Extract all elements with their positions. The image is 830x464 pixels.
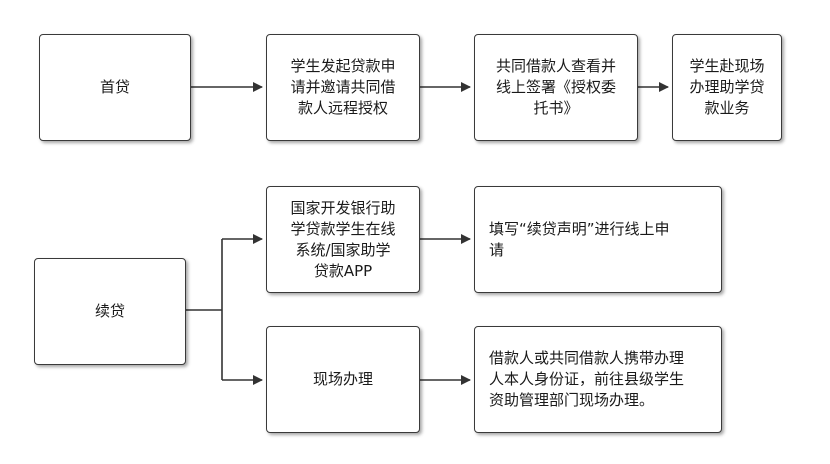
node-bring-id-label: 借款人或共同借款人携带办理 人本人身份证，前往县级学生 资助管理部门现场办理。 — [489, 349, 685, 409]
node-first-loan: 首贷 — [39, 34, 191, 141]
node-onsite-first: 学生赴现场 办理助学贷 款业务 — [672, 34, 782, 141]
node-cdb-system: 国家开发银行助 学贷款学生在线 系统/国家助学 贷款APP — [266, 186, 420, 293]
node-coborrower-sign-label: 共同借款人查看并 线上签署《授权委 托书》 — [495, 57, 616, 117]
node-cdb-system-label: 国家开发银行助 学贷款学生在线 系统/国家助学 贷款APP — [290, 198, 396, 280]
node-first-loan-label: 首贷 — [99, 78, 130, 96]
node-coborrower-sign: 共同借款人查看并 线上签署《授权委 托书》 — [474, 34, 638, 141]
node-onsite-process-label: 现场办理 — [312, 370, 373, 388]
node-renewal: 续贷 — [34, 258, 186, 365]
node-onsite-first-label: 学生赴现场 办理助学贷 款业务 — [689, 57, 765, 117]
node-fill-statement-label: 填写“续贷声明”进行线上申 请 — [489, 219, 670, 259]
node-fill-statement: 填写“续贷声明”进行线上申 请 — [474, 186, 722, 293]
node-student-apply: 学生发起贷款申 请并邀请共同借 款人远程授权 — [266, 34, 420, 141]
node-renewal-label: 续贷 — [94, 302, 125, 320]
node-student-apply-label: 学生发起贷款申 请并邀请共同借 款人远程授权 — [290, 57, 396, 117]
node-onsite-process: 现场办理 — [266, 326, 420, 433]
node-bring-id: 借款人或共同借款人携带办理 人本人身份证，前往县级学生 资助管理部门现场办理。 — [474, 326, 722, 433]
